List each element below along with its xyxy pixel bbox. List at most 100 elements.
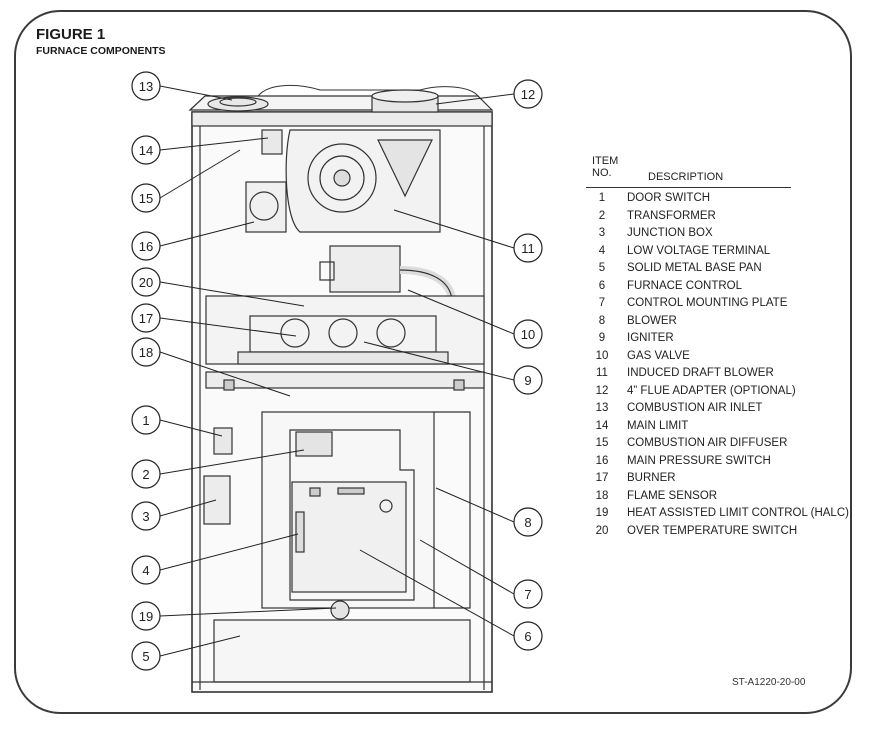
- row-no: 12: [595, 384, 609, 397]
- callout-circle-15: [131, 183, 161, 213]
- table-row: 1 DOOR SWITCH: [586, 190, 791, 208]
- callout-circle-20: [131, 267, 161, 297]
- row-no: 7: [598, 297, 606, 309]
- table-row: 13 COMBUSTION AIR INLET: [586, 400, 791, 418]
- row-no: 5: [598, 262, 606, 274]
- table-row: 16 MAIN PRESSURE SWITCH: [586, 453, 791, 471]
- reference-code: ST-A1220-20-00: [732, 677, 806, 688]
- callout-circle-9: [513, 365, 543, 395]
- row-no: 13: [595, 402, 609, 414]
- callout-12: 12: [521, 87, 535, 102]
- table-row: 19 HEAT ASSISTED LIMIT CONTROL (HALC): [586, 505, 849, 523]
- callout-9: 9: [524, 373, 531, 388]
- callout-6: 6: [524, 629, 531, 644]
- parts-table-header: ITEM NO. DESCRIPTION: [586, 155, 791, 188]
- figure-title: FIGURE 1: [36, 26, 106, 43]
- callout-circle-5: [131, 641, 161, 671]
- callout-4: 4: [142, 563, 149, 578]
- callout-10: 10: [521, 327, 535, 342]
- row-desc: JUNCTION BOX: [627, 227, 713, 239]
- figure-frame: [14, 10, 852, 714]
- row-desc: OVER TEMPERATURE SWITCH: [627, 524, 798, 537]
- row-no: 20: [595, 524, 609, 537]
- row-desc: CONTROL MOUNTING PLATE: [627, 297, 788, 309]
- figure-subtitle: FURNACE COMPONENTS: [36, 45, 166, 57]
- callout-circle-6: [513, 621, 543, 651]
- callout-circle-7: [513, 579, 543, 609]
- callout-circle-11: [513, 233, 543, 263]
- callout-11: 11: [521, 241, 535, 256]
- table-row: 7 CONTROL MOUNTING PLATE: [586, 295, 791, 313]
- row-desc: LOW VOLTAGE TERMINAL: [627, 244, 771, 257]
- row-no: 2: [598, 209, 606, 222]
- callout-18: 18: [139, 345, 153, 360]
- callout-circle-18: [131, 337, 161, 367]
- callout-20: 20: [139, 275, 153, 290]
- callout-circle-4: [131, 555, 161, 585]
- table-row: 14 MAIN LIMIT: [586, 418, 791, 436]
- row-desc: COMBUSTION AIR DIFFUSER: [627, 437, 788, 449]
- row-desc: MAIN PRESSURE SWITCH: [627, 454, 771, 467]
- row-desc: INDUCED DRAFT BLOWER: [627, 367, 774, 379]
- row-desc: FURNACE CONTROL: [627, 279, 743, 292]
- callout-8: 8: [524, 515, 531, 530]
- callout-2: 2: [142, 467, 149, 482]
- table-row: 11 INDUCED DRAFT BLOWER: [586, 365, 791, 383]
- table-row: 10 GAS VALVE: [586, 348, 791, 366]
- row-no: 14: [595, 419, 609, 432]
- callout-circle-1: [131, 405, 161, 435]
- row-desc: GAS VALVE: [627, 349, 690, 362]
- row-no: 19: [595, 507, 609, 519]
- callout-13: 13: [139, 79, 153, 94]
- callout-1: 1: [142, 413, 149, 428]
- callout-circle-13: [131, 71, 161, 101]
- callout-17: 17: [139, 311, 153, 326]
- row-no: 15: [595, 437, 609, 449]
- row-no: 11: [596, 367, 608, 379]
- callout-5: 5: [142, 649, 149, 664]
- row-no: 10: [595, 349, 609, 362]
- row-no: 9: [598, 332, 606, 344]
- callout-circle-17: [131, 303, 161, 333]
- callout-19: 19: [139, 609, 153, 624]
- header-no: NO.: [592, 167, 612, 179]
- row-no: 6: [598, 279, 606, 292]
- row-desc: HEAT ASSISTED LIMIT CONTROL (HALC): [627, 507, 849, 519]
- callout-circle-12: [513, 79, 543, 109]
- callout-3: 3: [142, 509, 149, 524]
- row-no: 16: [595, 454, 609, 467]
- header-item: ITEM: [592, 155, 619, 167]
- parts-table: ITEM NO. DESCRIPTION 1 DOOR SWITCH 2 TRANS…: [586, 155, 849, 541]
- callout-circle-19: [131, 601, 161, 631]
- row-desc: COMBUSTION AIR INLET: [627, 402, 763, 414]
- header-item-no: ITEM NO.: [592, 155, 618, 179]
- table-row: 6 FURNACE CONTROL: [586, 278, 791, 296]
- callout-circle-8: [513, 507, 543, 537]
- callout-7: 7: [524, 587, 531, 602]
- callout-circle-3: [131, 501, 161, 531]
- row-desc: IGNITER: [627, 332, 674, 344]
- table-row: 15 COMBUSTION AIR DIFFUSER: [586, 435, 791, 453]
- callout-14: 14: [139, 143, 153, 158]
- callout-circle-16: [131, 231, 161, 261]
- table-row: 20 OVER TEMPERATURE SWITCH: [586, 523, 798, 541]
- header-description: DESCRIPTION: [648, 171, 724, 183]
- row-no: 3: [598, 227, 606, 239]
- row-desc: MAIN LIMIT: [627, 419, 689, 432]
- row-no: 1: [598, 192, 606, 204]
- table-row: 2 TRANSFORMER: [586, 208, 791, 226]
- row-desc: BURNER: [627, 472, 676, 484]
- row-desc: 4” FLUE ADAPTER (OPTIONAL): [627, 384, 796, 397]
- row-desc: TRANSFORMER: [627, 209, 716, 222]
- row-desc: DOOR SWITCH: [627, 192, 711, 204]
- callout-15: 15: [139, 191, 153, 206]
- callout-circle-14: [131, 135, 161, 165]
- row-desc: FLAME SENSOR: [627, 489, 718, 502]
